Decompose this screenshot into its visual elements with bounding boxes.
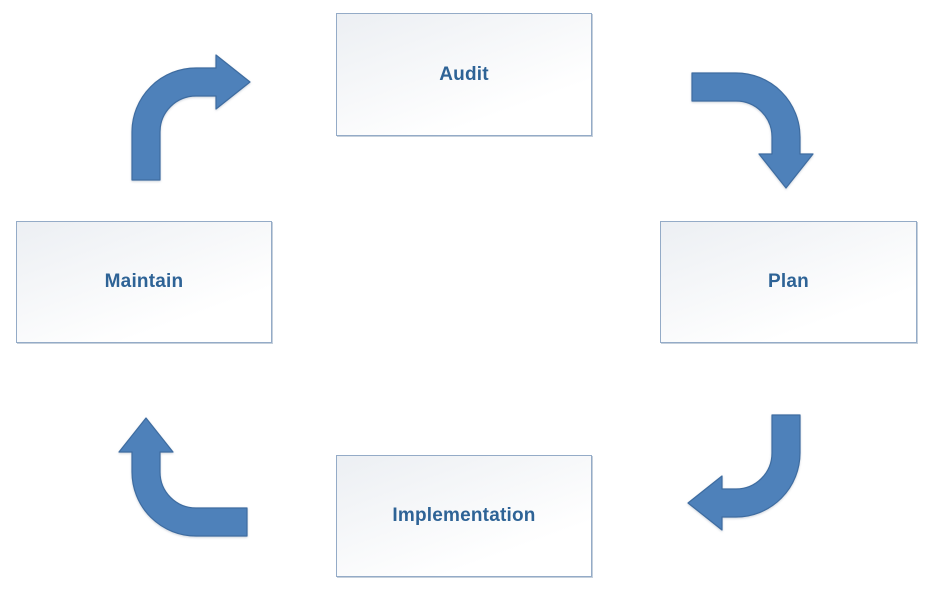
node-implementation-label: Implementation (392, 505, 536, 526)
curved-arrow-audit-to-plan (691, 72, 814, 189)
curved-arrow-maintain-to-audit (131, 54, 251, 181)
node-plan-label: Plan (768, 271, 809, 292)
node-maintain-label: Maintain (104, 271, 184, 292)
node-implementation: Implementation (336, 455, 592, 577)
node-maintain: Maintain (16, 221, 272, 343)
node-audit-label: Audit (439, 63, 489, 85)
node-plan: Plan (660, 221, 917, 343)
curved-arrow-plan-to-implementation (687, 414, 801, 531)
curved-arrow-implementation-to-maintain (118, 417, 248, 537)
node-audit: Audit (336, 13, 592, 136)
